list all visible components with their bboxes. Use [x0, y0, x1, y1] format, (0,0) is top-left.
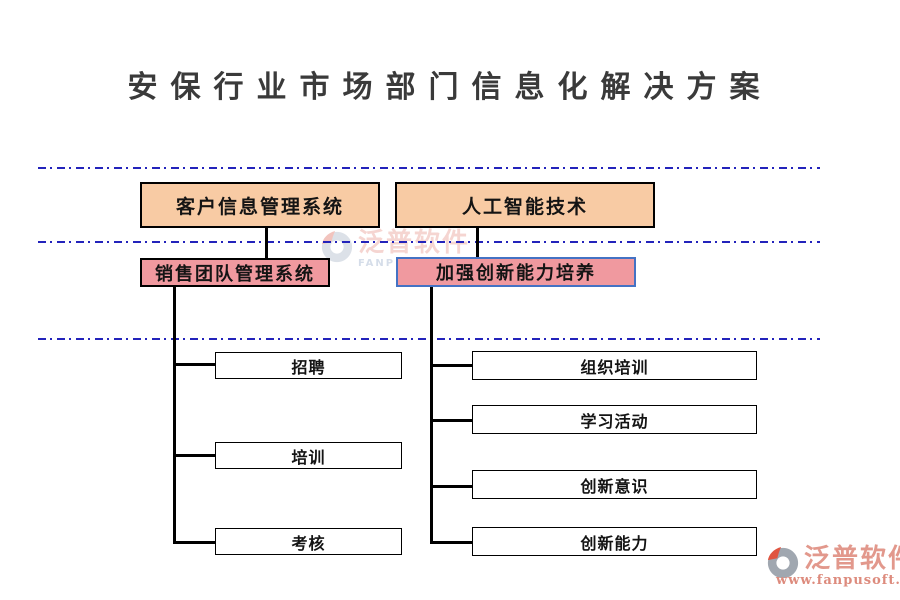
fanpu-logo-icon: [766, 546, 800, 580]
branch-right-3: [430, 541, 472, 544]
guide-line-bottom: [38, 338, 820, 340]
trunk-left: [173, 287, 176, 544]
leaf-innovation-ability: 创新能力: [472, 527, 757, 556]
leaf-assessment: 考核: [215, 528, 402, 555]
branch-right-0: [430, 364, 472, 367]
leaf-training: 培训: [215, 442, 402, 469]
branch-left-0: [173, 363, 215, 366]
watermark-url-text: www.fanpusoft.com: [776, 573, 900, 588]
branch-left-1: [173, 454, 215, 457]
watermark-brand-text: 泛普软件: [804, 544, 900, 574]
connector-left-root: [265, 228, 268, 258]
guide-line-top: [38, 167, 820, 169]
branch-right-2: [430, 485, 472, 488]
guide-line-middle: [38, 241, 820, 243]
trunk-right: [430, 287, 433, 544]
leaf-learning-activities: 学习活动: [472, 405, 757, 434]
leaf-innovation-awareness: 创新意识: [472, 470, 757, 499]
watermark-brand-text: 泛普软件: [358, 228, 471, 258]
node-sales-team-system: 销售团队管理系统: [140, 258, 330, 287]
branch-left-2: [173, 541, 215, 544]
branch-right-1: [430, 419, 472, 422]
node-ai-technology: 人工智能技术: [395, 182, 655, 228]
node-customer-info-system: 客户信息管理系统: [140, 182, 380, 228]
page-title: 安保行业市场部门信息化解决方案: [127, 70, 773, 105]
node-innovation-training: 加强创新能力培养: [396, 257, 636, 287]
fanpu-logo-icon: [320, 230, 354, 264]
watermark-corner: 泛普软件 www.fanpusoft.com: [766, 546, 900, 587]
leaf-recruitment: 招聘: [215, 352, 402, 379]
leaf-organize-training: 组织培训: [472, 351, 757, 380]
connector-right-root: [476, 228, 479, 258]
